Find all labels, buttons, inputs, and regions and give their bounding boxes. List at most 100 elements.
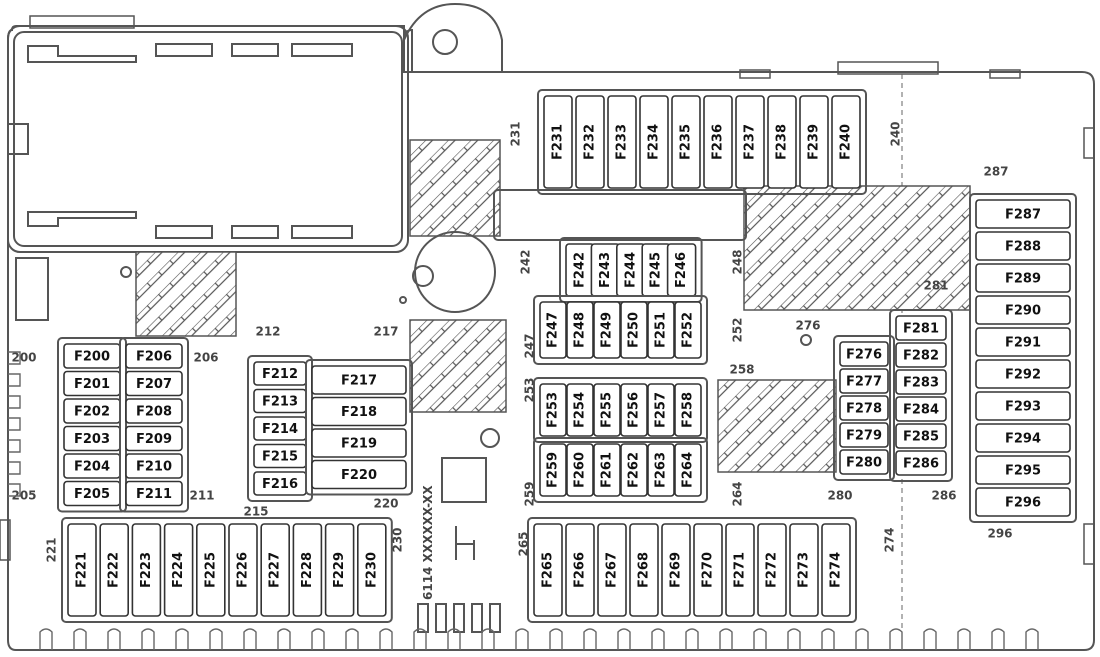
fuse-f249: [593, 301, 621, 359]
marker-280: 280: [827, 489, 852, 503]
fuse-housing: [527, 517, 857, 623]
fuse-label: F220: [341, 468, 377, 483]
fuse-label: F214: [262, 422, 298, 437]
fuse-f295: [975, 455, 1071, 485]
fuse-label: F210: [136, 460, 172, 475]
fuse-f220: [311, 459, 407, 490]
fuse-f253: [539, 383, 567, 437]
fuse-label: F277: [846, 375, 882, 390]
fuse-label: F239: [807, 124, 822, 160]
fuse-label: F279: [846, 429, 882, 444]
fuse-housing: [533, 295, 708, 365]
fuse-label: F292: [1005, 368, 1041, 383]
fuse-label: F263: [654, 452, 669, 488]
fuse-f287: [975, 199, 1071, 229]
fuse-f239: [799, 95, 829, 189]
marker-212: 212: [255, 325, 280, 339]
fuse-label: F259: [546, 452, 561, 488]
fuse-label: F202: [74, 405, 110, 420]
fuse-f260: [566, 443, 594, 497]
fuse-label: F265: [541, 552, 556, 588]
fuse-label: F213: [262, 395, 298, 410]
fuse-label: F242: [573, 252, 588, 288]
fuse-f288: [975, 231, 1071, 261]
fuse-f285: [895, 423, 947, 449]
marker-205: 205: [11, 489, 36, 503]
marker-242: 242: [519, 249, 533, 274]
fuse-f217: [311, 365, 407, 395]
fuse-housing: [533, 437, 708, 503]
fuse-label: F209: [136, 432, 172, 447]
fuse-f261: [593, 443, 621, 497]
fuse-f282: [895, 342, 947, 368]
marker-265: 265: [517, 531, 531, 556]
fuse-label: F262: [627, 452, 642, 488]
fuse-f209: [125, 425, 183, 452]
fuse-label: F260: [573, 452, 588, 488]
fuse-label: F238: [775, 124, 790, 160]
fuse-f251: [647, 301, 675, 359]
fuse-f230: [356, 523, 387, 617]
fuse-f271: [725, 523, 755, 617]
fuse-f206: [125, 343, 183, 369]
fuse-f265: [533, 523, 563, 617]
fuse-label: F248: [573, 312, 588, 348]
fuse-label: F254: [573, 392, 588, 428]
fuse-f274: [821, 523, 851, 617]
fuse-label: F225: [203, 552, 218, 588]
fuse-label: F295: [1005, 464, 1041, 479]
fuse-label: F245: [649, 252, 664, 288]
fuse-label: F232: [583, 124, 598, 160]
fuse-f236: [703, 95, 733, 189]
fuse-f278: [839, 395, 889, 421]
fuse-f254: [566, 383, 594, 437]
fuse-label: F293: [1005, 400, 1041, 415]
marker-281: 281: [923, 279, 948, 293]
marker-206: 206: [193, 351, 218, 365]
fuse-label: F274: [829, 552, 844, 588]
fuse-f284: [895, 396, 947, 422]
fuse-label: F206: [136, 350, 172, 365]
fuse-f219: [311, 428, 407, 458]
marker-287: 287: [983, 165, 1008, 179]
marker-276: 276: [795, 319, 820, 333]
fuse-label: F216: [262, 477, 298, 492]
fuse-label: F233: [615, 124, 630, 160]
fuse-label: F200: [74, 350, 110, 365]
hatched-blanks: [135, 139, 971, 473]
fuse-label: F294: [1005, 432, 1041, 447]
fuse-f237: [735, 95, 765, 189]
fuse-f248: [566, 301, 594, 359]
fuse-label: F229: [332, 552, 347, 588]
fuse-label: F253: [546, 392, 561, 428]
fuse-f290: [975, 295, 1071, 325]
fuse-f255: [593, 383, 621, 437]
fuse-label: F269: [669, 552, 684, 588]
fuse-f289: [975, 263, 1071, 293]
marker-221: 221: [45, 537, 59, 562]
fuse-label: F226: [236, 552, 251, 588]
fuse-label: F227: [268, 552, 283, 588]
center-details: [15, 189, 812, 633]
fuse-f252: [674, 301, 702, 359]
fuse-label: F288: [1005, 240, 1041, 255]
fuse-f226: [228, 523, 258, 617]
fuse-label: F268: [637, 552, 652, 588]
fuse-label: F284: [903, 403, 939, 418]
fuse-housing: [57, 337, 127, 513]
marker-220: 220: [373, 497, 398, 511]
fuse-f232: [575, 95, 605, 189]
marker-296: 296: [987, 527, 1012, 541]
fuse-label: F255: [600, 392, 615, 428]
fuse-label: F287: [1005, 208, 1041, 223]
fuse-f273: [789, 523, 819, 617]
fuse-label: F218: [341, 405, 377, 420]
fuse-f268: [629, 523, 659, 617]
fuse-label: F282: [903, 349, 939, 364]
fuse-f222: [99, 523, 129, 617]
